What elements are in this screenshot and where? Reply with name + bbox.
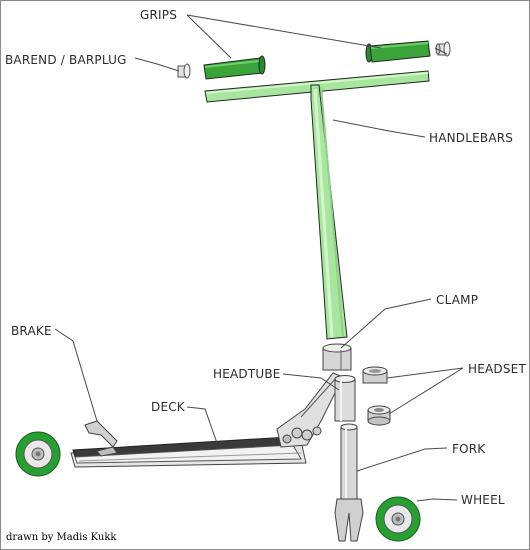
leader-fork — [356, 447, 448, 472]
label-clamp: CLAMP — [436, 293, 478, 307]
wheel-rear — [15, 431, 61, 477]
leader-handlebars — [332, 119, 426, 138]
label-brake: BRAKE — [11, 324, 52, 338]
leader-clamp — [340, 298, 432, 349]
leader-wheel — [416, 498, 458, 502]
headtube — [334, 375, 356, 422]
leader-barend-right — [434, 47, 448, 55]
clamp — [322, 343, 352, 371]
headset-bottom — [367, 405, 391, 426]
leader-brake — [54, 328, 98, 422]
leader-headtube — [282, 373, 340, 391]
grip-left — [203, 55, 266, 80]
wheel-front — [375, 496, 421, 542]
deck — [70, 436, 307, 468]
label-grips: GRIPS — [140, 8, 177, 22]
label-headtube: HEADTUBE — [213, 367, 281, 381]
deck-neck — [276, 372, 344, 448]
label-headset: HEADSET — [468, 362, 526, 376]
leader-headset-top — [386, 367, 464, 379]
leader-barend-left — [134, 57, 180, 72]
barend-left — [177, 63, 191, 79]
label-handlebars: HANDLEBARS — [429, 131, 513, 145]
leader-lines — [54, 14, 464, 502]
label-wheel: WHEEL — [461, 493, 505, 507]
grip-right — [365, 40, 431, 63]
label-deck: DECK — [151, 400, 186, 414]
fork — [334, 423, 364, 542]
label-fork: FORK — [452, 442, 486, 456]
handlebars — [204, 70, 430, 340]
leader-deck — [186, 406, 218, 444]
brake — [84, 420, 118, 457]
leader-grips-right — [186, 14, 382, 49]
label-barend: BAREND / BARPLUG — [5, 53, 127, 67]
leader-grips-left — [186, 14, 232, 59]
headset-top — [362, 366, 388, 384]
author-credit: drawn by Madis Kukk — [6, 532, 117, 543]
leader-headset-bottom — [388, 367, 464, 415]
